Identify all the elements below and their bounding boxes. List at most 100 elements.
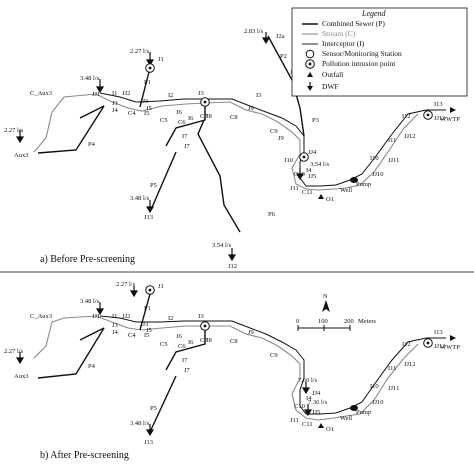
legend-outfall: Outfall [322,70,343,79]
outfall-icon [318,194,324,199]
svg-text:J12: J12 [228,263,237,270]
svg-text:JJ2: JJ2 [122,90,130,97]
combined-sewers [37,35,305,233]
flow-j12: 3.54 l/s [212,242,232,249]
svg-text:JJ1: JJ1 [92,91,100,98]
svg-text:WWTP: WWTP [440,344,460,351]
svg-text:Aux3: Aux3 [14,152,28,159]
svg-text:JJ10: JJ10 [372,399,384,406]
svg-text:C7: C7 [200,337,208,344]
svg-text:I13: I13 [434,329,443,336]
svg-text:Pump: Pump [356,181,371,188]
svg-text:J8: J8 [206,337,212,344]
svg-text:JJ10: JJ10 [372,171,384,178]
svg-text:J7: J7 [184,367,191,374]
svg-text:JJ12: JJ12 [404,133,416,140]
legend-dwf: DWF [322,82,339,91]
legend-sensor: Sensor/Monitoring Station [322,49,402,58]
sensor-i13 [423,110,433,120]
interceptor-line [99,92,446,187]
node-labels-a: J1 P1 JJ1 I1 JJ2 C_Aux3 Aux3 P4 J3 J4 C4… [14,33,460,270]
svg-text:JJ1: JJ1 [92,313,100,320]
svg-text:JJ3: JJ3 [140,321,148,328]
sensor-j3 [200,97,210,107]
svg-text:C6: C6 [178,119,186,126]
svg-text:C_Aux3: C_Aux3 [30,313,52,320]
flow-j1-b: 2.27 l/s [116,281,136,288]
svg-text:J9: J9 [278,135,284,142]
svg-text:J9: J9 [248,329,254,336]
svg-text:J1: J1 [158,283,164,290]
svg-text:0: 0 [296,318,299,325]
svg-text:JJ13: JJ13 [434,343,446,350]
svg-text:J3: J3 [198,90,204,97]
flow-jj1-b: 3.48 l/s [80,298,100,305]
svg-text:J6: J6 [176,333,183,340]
caption-a: a) Before Pre-screening [40,254,135,265]
flow-j13-b: 3.48 l/s [130,420,150,427]
svg-text:C4: C4 [128,110,136,117]
svg-text:I2: I2 [168,315,173,322]
flow-jj1: 3.48 l/s [80,75,100,82]
svg-text:I12: I12 [402,113,411,120]
svg-text:I11: I11 [388,365,396,372]
scale-bar: 0 100 200 Meters [296,318,377,331]
svg-text:C7: C7 [200,113,208,120]
svg-text:I4: I4 [306,395,312,402]
svg-text:C8: C8 [230,338,238,345]
svg-text:I1: I1 [112,90,117,97]
svg-text:I5: I5 [144,332,149,339]
svg-text:I13: I13 [434,101,443,108]
svg-text:P6: P6 [268,211,276,218]
svg-text:P4: P4 [88,363,96,370]
svg-text:O1: O1 [326,196,334,203]
svg-text:P5: P5 [150,182,157,189]
svg-text:J1: J1 [158,56,164,63]
svg-text:C9: C9 [270,352,278,359]
svg-text:J11: J11 [290,417,299,424]
svg-text:P1: P1 [144,305,151,312]
pump-icon-b [350,405,358,411]
svg-text:C8: C8 [230,114,238,121]
dwf-arrows-b [15,286,313,437]
legend-pollution: Pollution intrusion point [322,59,396,68]
svg-text:JJ4: JJ4 [308,149,317,156]
outfall-icon-b [318,423,324,428]
flow-aux3: 2.27 l/s [4,127,24,134]
sensor-j3-b [200,321,210,331]
svg-text:JJ2: JJ2 [122,313,130,320]
svg-text:I10: I10 [370,155,379,162]
svg-text:J3: J3 [112,100,118,107]
svg-text:Meters: Meters [358,318,377,325]
svg-text:JJ13: JJ13 [434,115,446,122]
sensor-j1-b [145,285,155,295]
svg-text:I7: I7 [182,133,188,140]
svg-text:J10: J10 [284,157,293,164]
svg-text:J2a: J2a [276,33,285,40]
flow-j13: 3.48 l/s [130,195,150,202]
caption-b: b) After Pre-screening [40,450,129,461]
interceptor-line-b [99,315,446,415]
svg-text:JJ5: JJ5 [312,409,320,416]
combined-sewers-b [37,293,206,433]
svg-text:P1: P1 [144,79,151,86]
svg-text:I1: I1 [112,313,117,320]
svg-text:J13: J13 [144,439,153,446]
svg-text:JJ12: JJ12 [404,361,416,368]
flow-j2a: 2.83 l/s [244,28,264,35]
svg-text:Well: Well [340,415,352,422]
svg-text:J4: J4 [112,107,119,114]
svg-text:J3: J3 [198,313,204,320]
svg-text:C11: C11 [302,421,313,428]
svg-text:I5: I5 [144,110,149,117]
flow-jj5-b: 7.36 l/s [308,399,328,406]
legend-title: Legend [361,9,387,18]
svg-text:C5: C5 [160,117,168,124]
svg-text:I2: I2 [168,92,173,99]
svg-text:I11: I11 [388,137,396,144]
svg-text:P4: P4 [88,141,96,148]
flow-aux3-b: 2.27 l/s [4,348,24,355]
svg-text:P3: P3 [312,117,319,124]
legend-stream: Stream (C) [322,29,356,38]
flow-jj4-b: 7.60 l/s [298,377,318,384]
